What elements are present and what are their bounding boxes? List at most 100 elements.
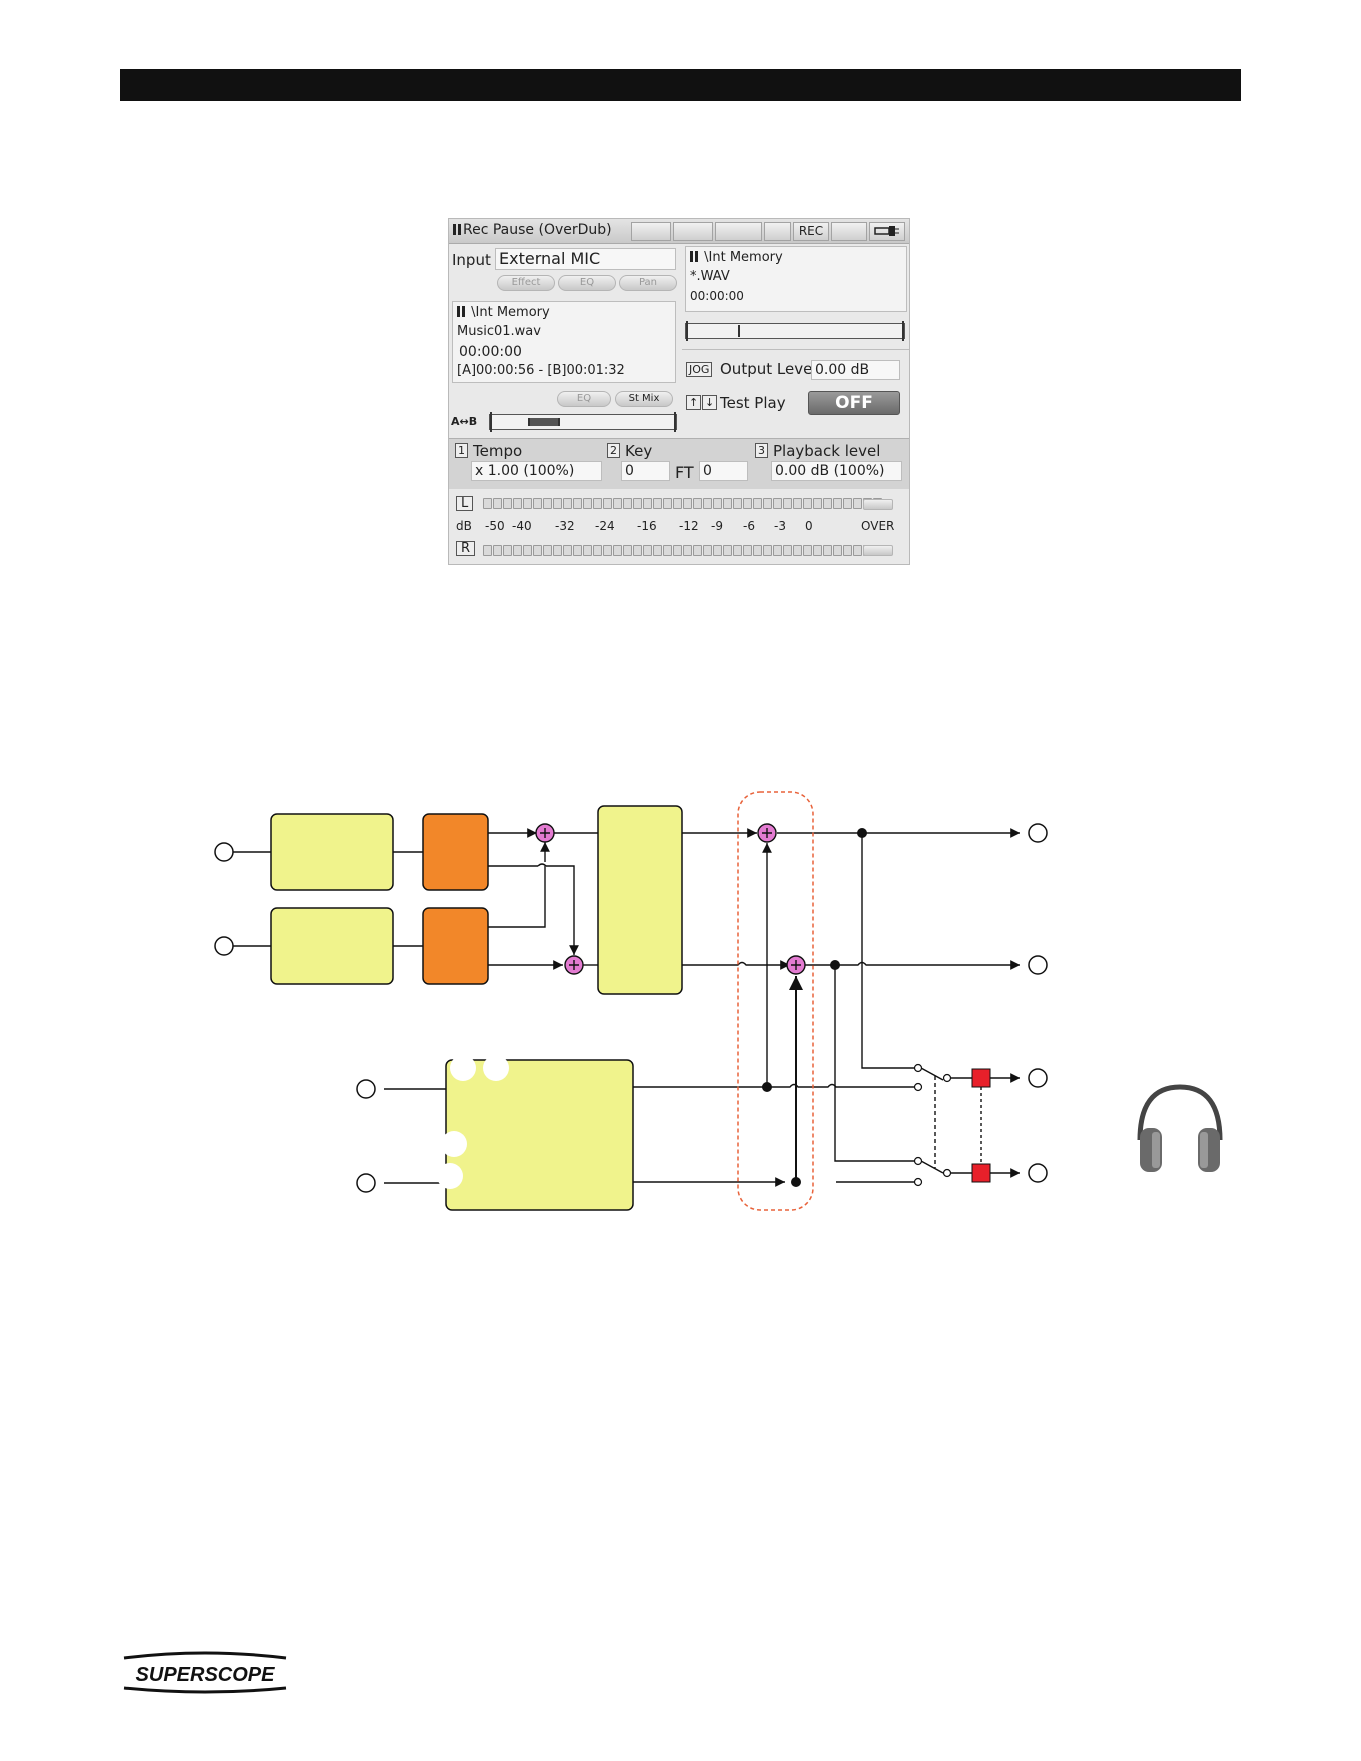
meter-segment	[743, 545, 752, 556]
pan-button[interactable]: Pan	[619, 275, 677, 291]
st-mix-button[interactable]: St Mix	[615, 391, 673, 407]
tempo-key: 1	[455, 443, 468, 458]
meter-segment	[693, 545, 702, 556]
right-meter-bar	[483, 544, 883, 560]
mix-section-highlight	[737, 791, 814, 1211]
input-block-2	[270, 907, 394, 985]
left-position-bar[interactable]	[489, 412, 677, 432]
meter-segment	[543, 498, 552, 509]
meter-segment	[753, 545, 762, 556]
input-block-1	[270, 813, 394, 891]
input-source-field[interactable]: External MIC	[495, 248, 676, 270]
over-label: OVER	[861, 519, 895, 533]
meter-segment	[493, 545, 502, 556]
left-channel-label: L	[456, 496, 474, 511]
meter-segment	[613, 498, 622, 509]
meter-segment	[603, 498, 612, 509]
right-file-panel: \Int Memory *.WAV 00:00:00	[685, 246, 907, 312]
meter-segment	[533, 498, 542, 509]
meter-segment	[663, 498, 672, 509]
playback-level-field[interactable]: 0.00 dB (100%)	[771, 461, 902, 481]
meter-segment	[843, 545, 852, 556]
input-jack	[356, 1173, 376, 1193]
meter-segment	[583, 498, 592, 509]
meter-segment	[753, 498, 762, 509]
meter-scale-label: 0	[805, 519, 813, 533]
input-eq-button[interactable]: EQ	[558, 275, 616, 291]
meter-segment	[573, 545, 582, 556]
tempo-row: 1 Tempo x 1.00 (100%) 2 Key 0 FT 0 3 Pla…	[449, 438, 909, 489]
meter-segment	[673, 498, 682, 509]
meter-segment	[543, 545, 552, 556]
meter-segment	[703, 545, 712, 556]
output-level-field[interactable]: 0.00 dB	[811, 360, 900, 380]
headphone-amp-l	[971, 1068, 991, 1088]
input-panel: Input External MIC Effect EQ Pan	[449, 246, 677, 293]
key-label: Key	[625, 442, 653, 460]
meter-scale-label: -16	[637, 519, 657, 533]
meter-scale-label: -12	[679, 519, 699, 533]
db-label: dB	[456, 519, 472, 533]
meter-scale-label: -50	[485, 519, 505, 533]
meter-segment	[683, 498, 692, 509]
meter-segment	[523, 545, 532, 556]
meter-segment	[723, 545, 732, 556]
right-position-bar[interactable]	[685, 321, 905, 341]
meter-segment	[683, 545, 692, 556]
header-bar	[120, 69, 1241, 101]
right-time: 00:00:00	[690, 289, 744, 303]
meter-segment	[853, 545, 862, 556]
pause-icon	[690, 251, 693, 262]
meter-segment	[713, 498, 722, 509]
output-level-label: Output Level	[720, 360, 817, 378]
superscope-logo: SUPERSCOPE	[123, 1651, 287, 1694]
output-panel: JOG Output Level 0.00 dB ↑ ↓ Test Play O…	[682, 349, 909, 420]
meter-segment	[593, 498, 602, 509]
meter-segment	[763, 498, 772, 509]
test-play-toggle[interactable]: OFF	[808, 391, 900, 415]
meter-segment	[563, 545, 572, 556]
label-marker	[437, 1163, 463, 1189]
label-marker	[450, 1055, 476, 1081]
effect-button[interactable]: Effect	[497, 275, 555, 291]
meter-segment	[823, 545, 832, 556]
meter-segment	[643, 498, 652, 509]
key-field[interactable]: 0	[621, 461, 670, 481]
meter-segment	[483, 498, 492, 509]
meter-segment	[763, 545, 772, 556]
meter-segment	[483, 545, 492, 556]
meter-segment	[553, 545, 562, 556]
meter-segment	[633, 545, 642, 556]
meter-scale-label: -6	[743, 519, 755, 533]
processor-block-2	[422, 907, 489, 985]
playback-key: 3	[755, 443, 768, 458]
meter-segment	[693, 498, 702, 509]
ab-repeat-label: A↔B	[451, 415, 478, 428]
meter-segment	[803, 498, 812, 509]
meter-segment	[783, 498, 792, 509]
output-jack	[1028, 1068, 1048, 1088]
meter-segment	[663, 545, 672, 556]
jog-key: JOG	[686, 362, 713, 377]
right-channel-label: R	[456, 541, 476, 556]
meter-segment	[643, 545, 652, 556]
tempo-label: Tempo	[473, 442, 523, 460]
meter-segment	[783, 545, 792, 556]
meter-scale-label: -3	[774, 519, 786, 533]
ft-field[interactable]: 0	[699, 461, 748, 481]
meter-segment	[493, 498, 502, 509]
processor-block-1	[422, 813, 489, 891]
pause-icon	[457, 306, 460, 317]
meter-segment	[823, 498, 832, 509]
meter-segment	[613, 545, 622, 556]
left-meter-bar	[483, 497, 883, 513]
tempo-field[interactable]: x 1.00 (100%)	[471, 461, 602, 481]
meter-segment	[503, 545, 512, 556]
playback-eq-button[interactable]: EQ	[557, 391, 611, 407]
meter-segment	[723, 498, 732, 509]
meter-segment	[833, 545, 842, 556]
battery-icon	[869, 222, 905, 241]
label-marker	[441, 1131, 467, 1157]
meter-segment	[503, 498, 512, 509]
